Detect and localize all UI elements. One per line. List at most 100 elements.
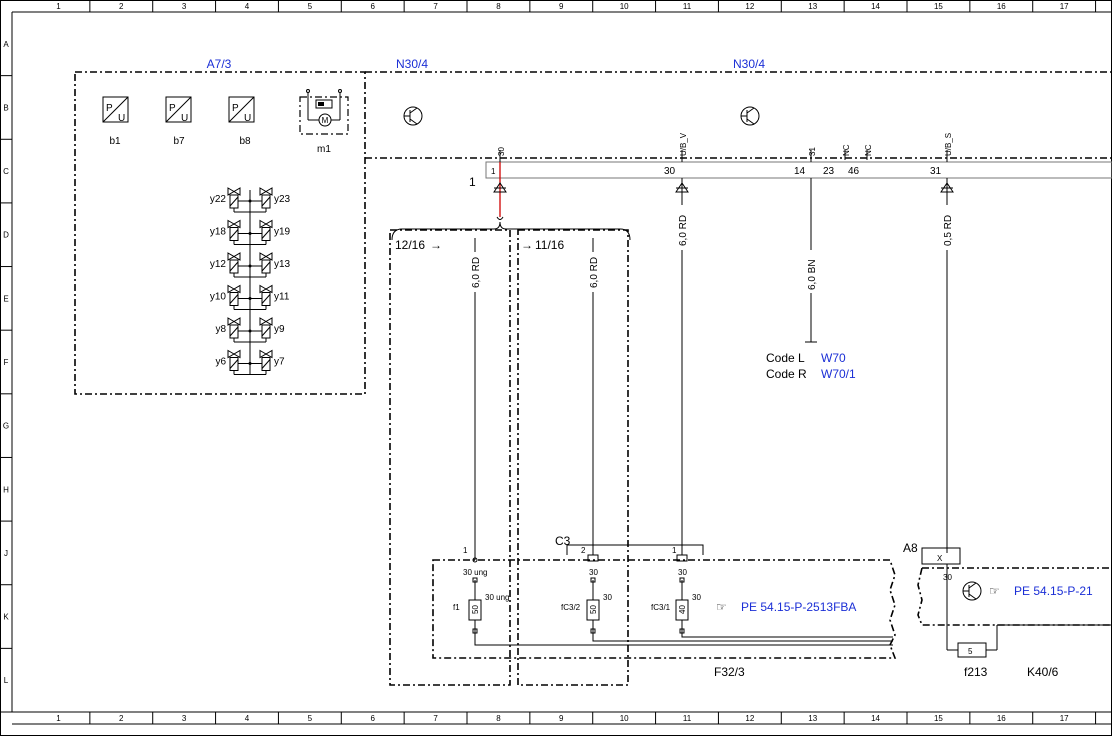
connector-strip	[485, 150, 1112, 179]
code-l-link[interactable]: W70	[821, 351, 846, 365]
grid-column-label: 10	[620, 2, 629, 11]
connector-label: C3	[555, 534, 571, 548]
svg-text:P: P	[169, 103, 176, 114]
signal-label: NC	[842, 144, 851, 156]
pin-label: 1	[463, 546, 468, 555]
code-r-link[interactable]: W70/1	[821, 367, 856, 381]
valve-label: y11	[274, 292, 290, 303]
wire-label: 6,0 RD	[678, 215, 689, 246]
grid-column-label: 15	[934, 2, 943, 11]
fuse-fc3-2	[586, 554, 600, 634]
valve-icon	[250, 219, 273, 245]
grid-column-label: 1	[56, 2, 61, 11]
valve-label: y23	[274, 194, 291, 205]
grid-row-label: H	[3, 485, 9, 494]
grid-row-label: D	[3, 231, 9, 240]
grid-column-label: 6	[370, 714, 375, 723]
grid-column-label: 4	[245, 2, 250, 11]
wire-label: 6,0 RD	[589, 257, 600, 288]
wire-label: 0,5 RD	[943, 215, 954, 246]
pin-label: 1	[672, 546, 677, 555]
pin-label: 30	[692, 593, 701, 602]
sensor-b7: P U b7	[165, 96, 192, 147]
valve-label: y8	[215, 324, 226, 335]
module-label-a7-3[interactable]: A7/3	[207, 57, 232, 71]
k40-6-boundary	[917, 567, 1112, 626]
module-boundaries	[74, 71, 1112, 686]
label-b1: b1	[109, 136, 121, 147]
grid-column-label: 5	[308, 714, 313, 723]
module-label-a8: A8	[903, 541, 918, 555]
fuse-f1	[468, 557, 482, 634]
grid-column-label: 14	[871, 714, 880, 723]
grid-column-label: 16	[997, 2, 1006, 11]
pin-label: 30	[678, 568, 687, 577]
hand-pointer-icon: ☞	[989, 584, 1000, 598]
label-b7: b7	[173, 136, 185, 147]
pin-label: 30	[664, 166, 676, 177]
fuse-fc3-1	[675, 554, 689, 634]
valve-label: y7	[274, 357, 285, 368]
pin-label: 30 ung	[485, 593, 509, 602]
valve-icon	[250, 187, 273, 212]
transistor-icon	[962, 581, 982, 601]
pe-link-left[interactable]: PE 54.15-P-2513FBA	[741, 600, 856, 614]
valve-label: y19	[274, 227, 291, 238]
motor-m1: M m1	[299, 89, 349, 155]
grid-column-label: 3	[182, 714, 187, 723]
grid-column-label: 12	[745, 714, 754, 723]
valve-icon	[227, 317, 250, 342]
valve-icon	[227, 284, 250, 310]
arrow-icon: →	[430, 238, 442, 252]
grid-column-label: 17	[1060, 2, 1069, 11]
ref-11-16-boundary	[517, 229, 629, 686]
grid-row-label: E	[3, 294, 8, 303]
svg-text:U: U	[244, 113, 251, 124]
label-b8: b8	[239, 136, 251, 147]
transistor-icon	[403, 106, 423, 126]
node-label: 1	[469, 175, 476, 189]
module-label-n30-4-right[interactable]: N30/4	[733, 57, 765, 71]
grid-column-label: 12	[745, 2, 754, 11]
valve-icon	[250, 349, 273, 375]
valve-label: y13	[274, 259, 291, 270]
module-label-f32-3: F32/3	[714, 665, 745, 679]
grid-column-label: 2	[119, 2, 124, 11]
grid-column-label: 7	[433, 2, 438, 11]
label-m1: m1	[317, 144, 331, 155]
column-ticks: 1122334455667788991010111112121313141415…	[56, 0, 1097, 724]
signal-label: U/B_S	[944, 133, 953, 156]
pin-label: 30	[943, 573, 952, 582]
module-label-k40-6: K40/6	[1027, 665, 1059, 679]
grid-column-label: 9	[559, 714, 564, 723]
grid-column-label: 4	[245, 714, 250, 723]
fuse-value: 5	[968, 647, 973, 656]
valve-icon	[250, 317, 273, 342]
grid-row-label: F	[4, 358, 9, 367]
signal-label: 31	[808, 147, 817, 156]
valve-label: y22	[210, 194, 227, 205]
wires	[391, 162, 1112, 658]
ref-label: 12/16	[395, 238, 425, 252]
module-label-n30-4-left[interactable]: N30/4	[396, 57, 428, 71]
grid-row-label: L	[4, 676, 9, 685]
signal-label: 30	[497, 147, 506, 156]
fuse-name: fC3/2	[561, 603, 581, 612]
grid-column-label: 11	[683, 2, 692, 11]
pe-link-right[interactable]: PE 54.15-P-21	[1014, 584, 1093, 598]
grid-column-label: 2	[119, 714, 124, 723]
a7-3-boundary	[74, 71, 366, 395]
grid-column-label: 5	[308, 2, 313, 11]
grid-column-label: 14	[871, 2, 880, 11]
ref-label: 11/16	[535, 238, 564, 252]
wire-label: 6,0 RD	[471, 257, 482, 288]
grid-column-label: 8	[496, 2, 501, 11]
pin-label: 46	[848, 166, 860, 177]
valve-label: y9	[274, 324, 285, 335]
grid-row-label: A	[3, 40, 9, 49]
svg-text:U: U	[181, 113, 188, 124]
pin-label: 14	[794, 166, 806, 177]
